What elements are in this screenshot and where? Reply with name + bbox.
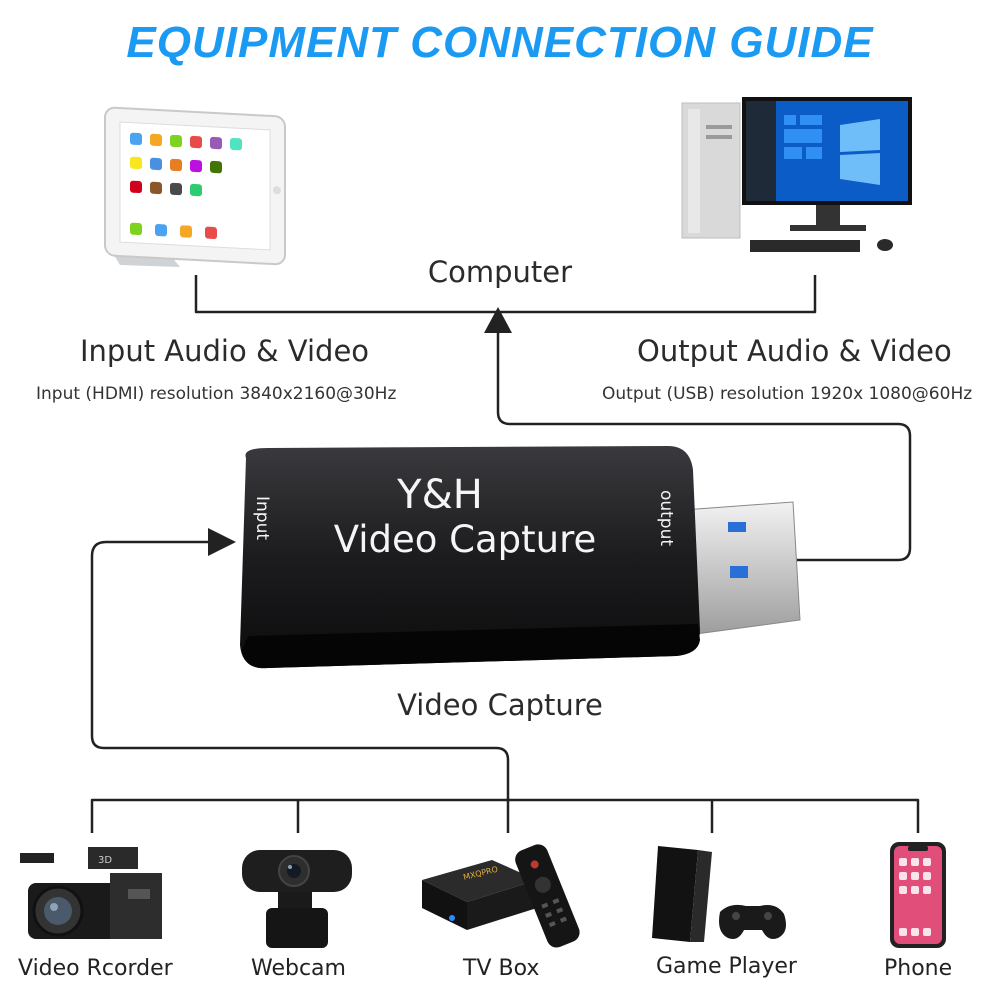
video-capture-label: Video Capture [397,688,603,722]
video-capture-device [240,446,801,669]
device-label-tv-box: TV Box [463,956,540,981]
tv-box-icon: MXQPRO [422,844,580,948]
usb-contact [730,566,748,578]
input-wire [90,540,510,800]
webcam-icon [242,850,352,948]
game-console-icon [652,846,786,942]
input-detail: Input (HDMI) resolution 3840x2160@30Hz [36,384,397,404]
output-detail: Output (USB) resolution 1920x 1080@60Hz [602,384,973,404]
capture-name: Video Capture [333,518,597,561]
output-heading: Output Audio & Video [637,334,952,368]
capture-port-input: Input [252,495,272,541]
input-heading: Input Audio & Video [80,334,370,368]
svg-text:3D: 3D [98,855,112,866]
device-label-video-recorder: Video Rcorder [18,956,173,981]
computer-label: Computer [427,255,573,289]
camcorder-icon: 3D [20,847,162,939]
usb-contact [728,522,746,532]
tablet-icon [104,106,286,267]
capture-port-output: output [656,489,676,547]
device-label-phone: Phone [884,956,953,981]
device-label-webcam: Webcam [251,956,346,981]
computer-bracket-line [194,275,817,314]
output-wire [496,330,912,562]
page-title: EQUIPMENT CONNECTION GUIDE [126,18,874,67]
arrow-right-icon [208,528,236,556]
phone-icon [890,842,946,948]
arrow-up-icon [484,307,512,333]
device-label-game-player: Game Player [656,954,797,979]
capture-brand: Y&H [397,472,483,518]
desktop-computer-icon [681,97,912,252]
device-bus-line [90,798,920,833]
